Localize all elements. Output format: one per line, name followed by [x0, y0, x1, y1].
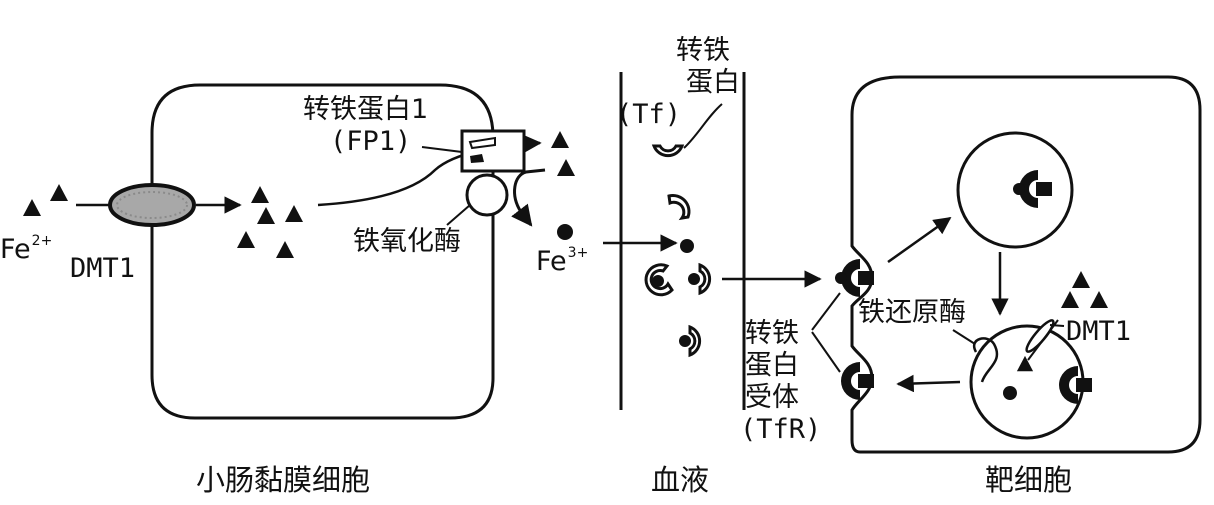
fe3-label-charge: 3+ — [567, 245, 589, 261]
ferroxidase-label: 铁氧化酶 — [353, 226, 461, 257]
caption-intestinal-cell: 小肠黏膜细胞 — [196, 463, 371, 497]
fe2-label: Fe2+ — [0, 226, 52, 265]
fe2-triangle-1 — [23, 199, 41, 216]
target-fe2-2 — [1061, 291, 1079, 308]
tf-label-abbr: (Tf) — [616, 99, 682, 130]
fp1-label-name: 转铁蛋白1 — [303, 94, 429, 125]
tf-label-line1: 转铁 — [676, 35, 730, 66]
fp1-inner-mark-1 — [468, 136, 496, 150]
holo-tf-1-iron — [652, 275, 664, 287]
apo-tf-2 — [667, 194, 691, 221]
target-fe2-1 — [1072, 271, 1090, 288]
fe2-triangle-2 — [50, 184, 68, 201]
dmt1-texture — [116, 191, 188, 219]
apo-tf-1 — [651, 144, 685, 158]
ferrireductase-leader-line — [952, 329, 976, 345]
tfr-label-line3: 受体 — [745, 382, 799, 413]
fe2-cytosol-2 — [257, 207, 275, 224]
caption-target-cell: 靶细胞 — [985, 463, 1073, 497]
ferroxidase-leader-line — [446, 204, 471, 226]
fe2-cytosol-5 — [276, 241, 294, 258]
arrow-oxidation — [511, 168, 546, 227]
fe3-label: Fe3+ — [536, 238, 588, 277]
tfr-leader-line-1 — [811, 292, 841, 331]
fp1-leader-line — [421, 146, 463, 153]
fe2-exported-2 — [557, 159, 575, 176]
target-fe2-3 — [1090, 291, 1108, 308]
ferroxidase-circle — [465, 173, 509, 217]
arrow-endosome-fe2-out — [1027, 319, 1059, 361]
tfr-label-line1: 转铁 — [745, 318, 799, 349]
fe2-cytosol-4 — [237, 231, 255, 248]
holo-tf-3 — [688, 324, 702, 358]
tfr-label-abbr: (TfR) — [740, 414, 822, 445]
holo-tf-1 — [644, 263, 674, 297]
fe2-label-charge: 2+ — [31, 233, 53, 249]
holo-tf-2 — [698, 262, 712, 296]
tf-leader-line — [683, 103, 723, 149]
holo-tf-2-iron — [688, 273, 700, 285]
dmt1-right-leader-line — [1049, 324, 1065, 327]
fe2-exported-1 — [551, 131, 569, 148]
dmt1-transporter — [108, 183, 196, 227]
fe2-cytosol-1 — [251, 186, 269, 203]
ferrireductase-label: 铁还原酶 — [858, 297, 966, 328]
fe2-label-base: Fe — [0, 234, 31, 265]
tf-label-line2: 蛋白 — [686, 67, 740, 98]
tfr-top-iron — [835, 272, 847, 284]
caption-blood: 血液 — [651, 463, 710, 497]
fe3-dot-product — [557, 224, 573, 240]
holo-tf-3-iron — [679, 335, 691, 347]
arrow-endocytosis — [887, 216, 952, 264]
endosome-top-iron — [1013, 183, 1025, 195]
fe2-cytosol-3 — [285, 205, 303, 222]
intestinal-cell-outline — [150, 83, 495, 420]
fe3-label-base: Fe — [536, 246, 567, 277]
fp1-inner-mark-2 — [470, 154, 484, 163]
fe3-blood-dot — [680, 239, 694, 253]
arrow-recycling — [896, 374, 961, 393]
dmt1-left-label: DMT1 — [70, 253, 136, 284]
dmt1-right-label: DMT1 — [1066, 316, 1132, 347]
endosome-bottom-iron — [1003, 386, 1017, 400]
fp1-transporter — [460, 129, 526, 173]
tfr-label-line2: 蛋白 — [745, 350, 799, 381]
ferrireductase-enzyme — [972, 337, 999, 383]
tfr-leader-line-2 — [811, 331, 841, 373]
fp1-label-abbr: (FP1) — [330, 126, 412, 157]
